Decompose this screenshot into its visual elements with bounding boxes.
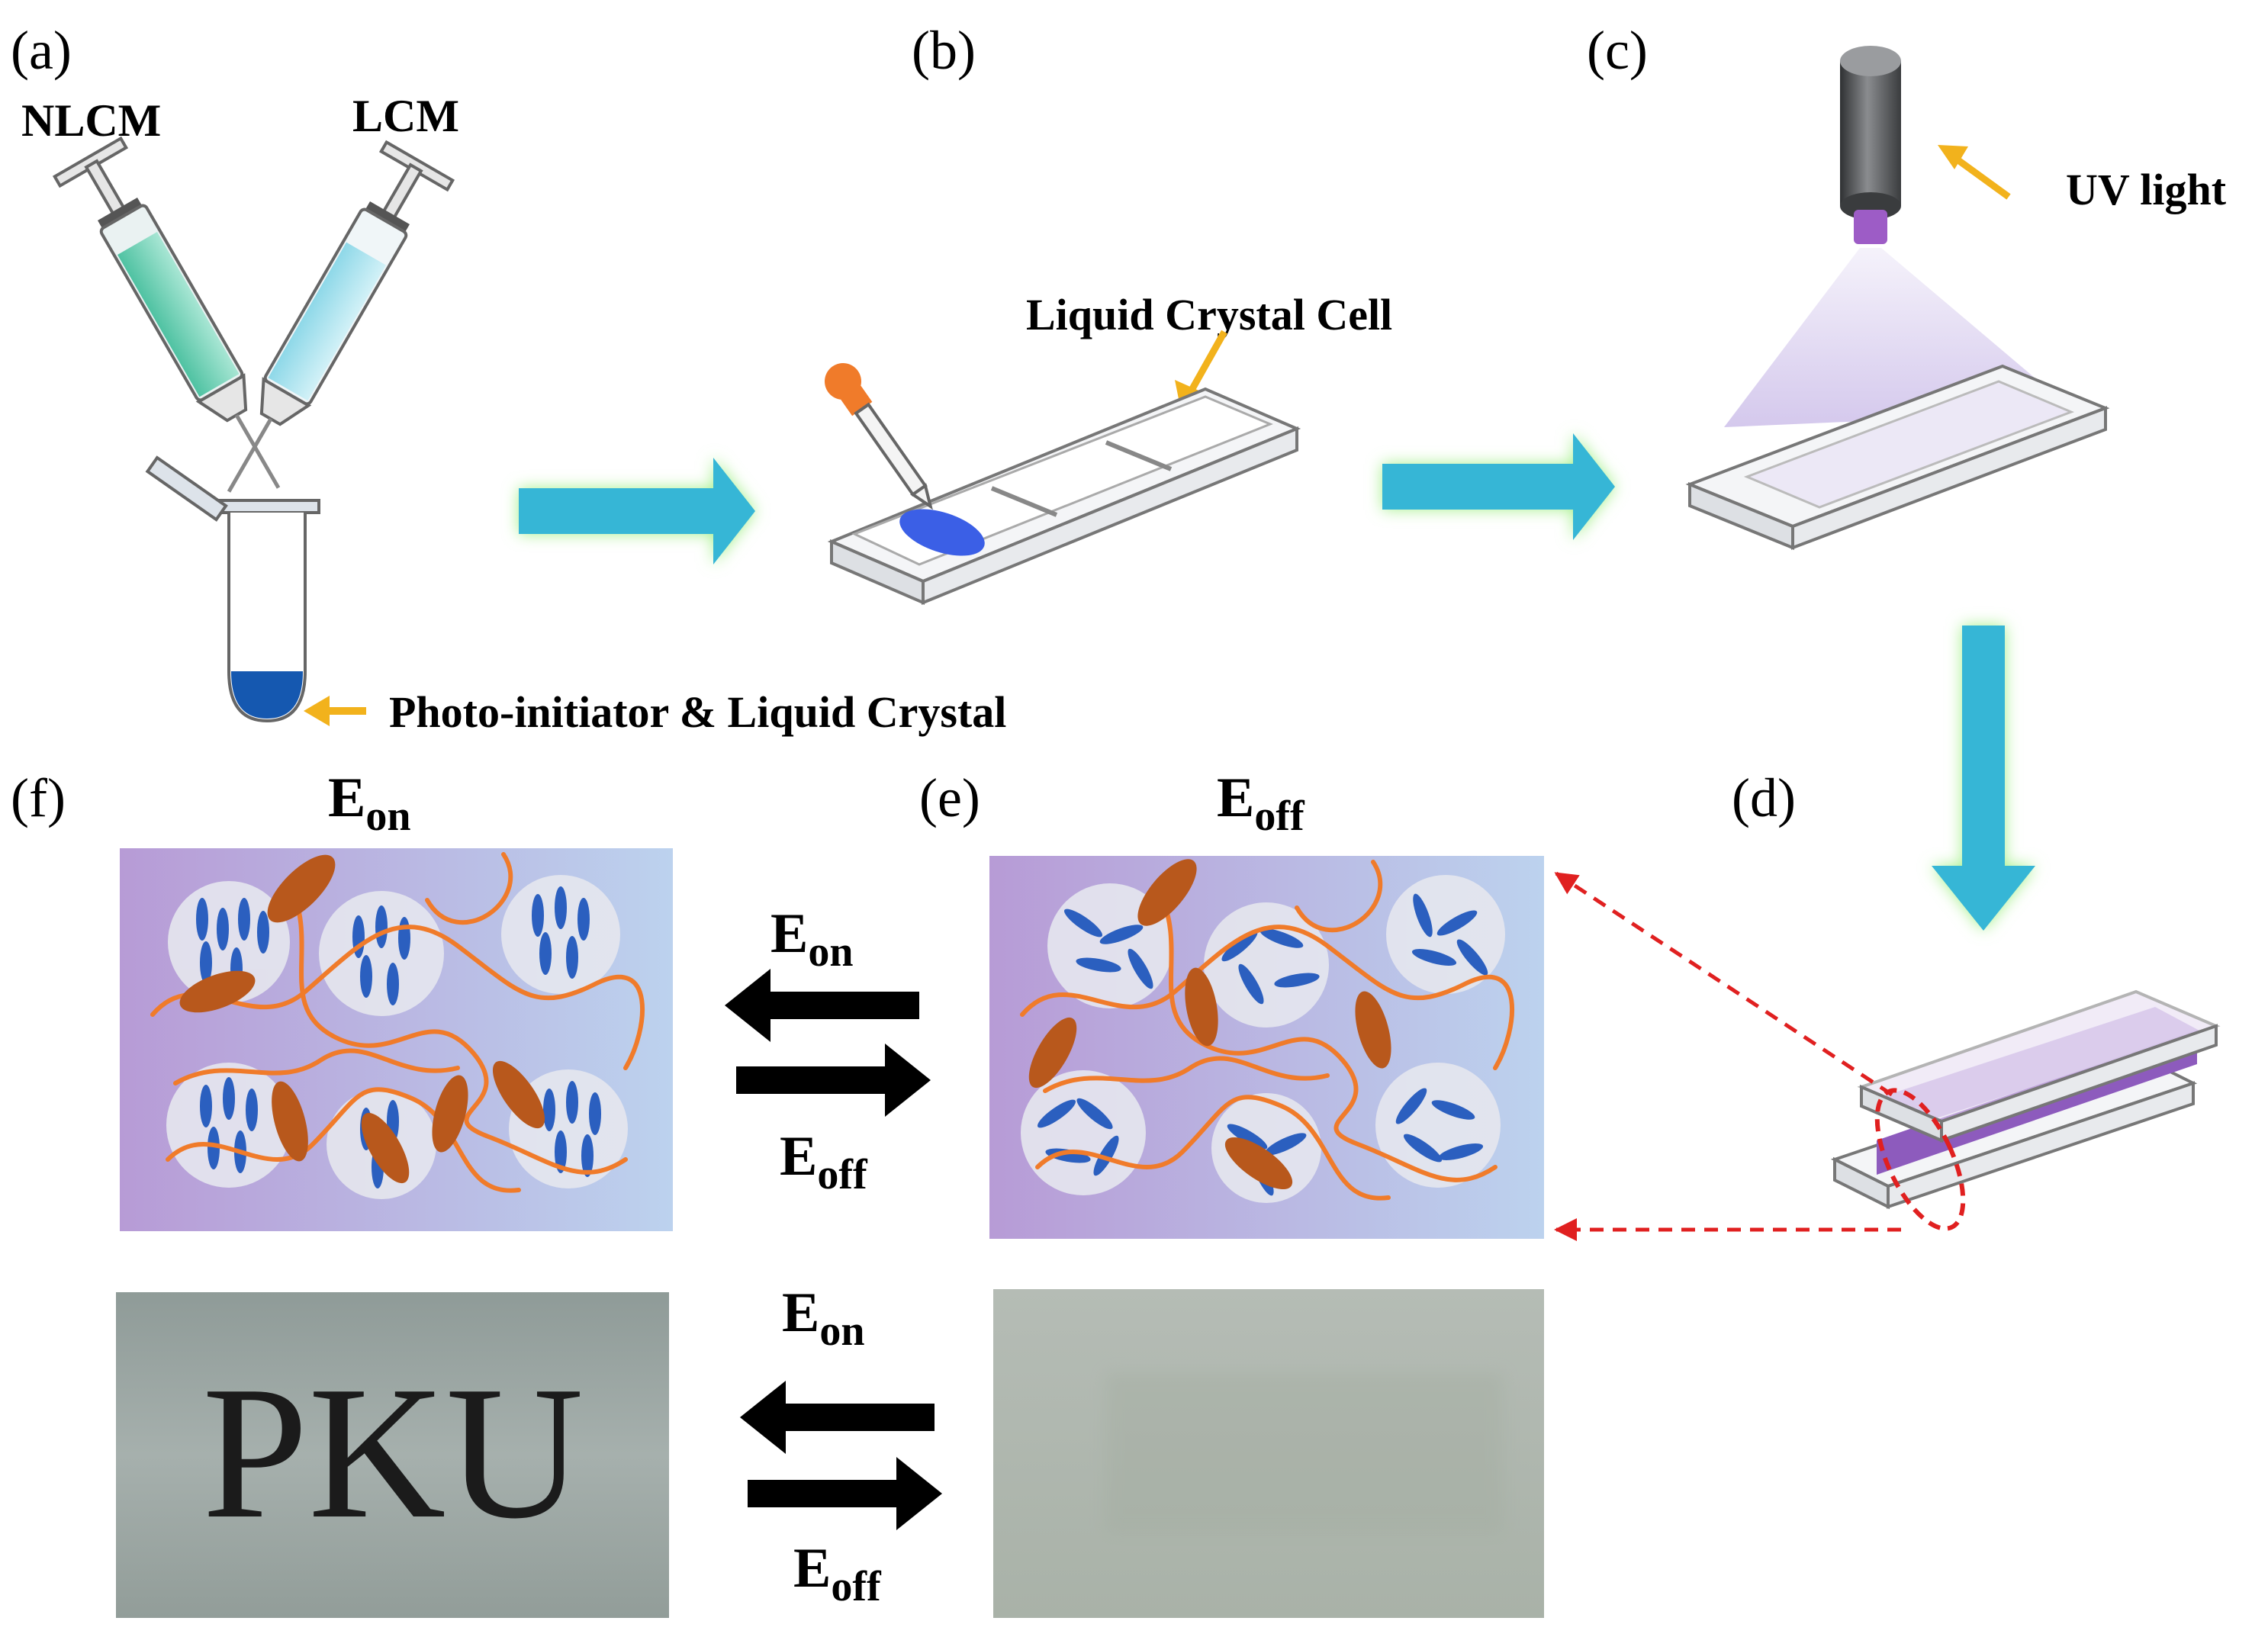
polymer-anchors-eoff xyxy=(1028,859,1391,1190)
uv-label-arrowhead xyxy=(1938,145,1968,169)
panel-label-e: (e) xyxy=(919,767,980,828)
flow-arrow-b-to-c xyxy=(1382,433,1615,540)
flow-arrow-c-to-d xyxy=(1932,626,2035,931)
panel-a-illustration: NLCM LCM P xyxy=(21,91,1006,737)
eppendorf-tube xyxy=(145,455,320,723)
switch-bottom-right-arrow xyxy=(748,1457,942,1530)
polymer-network-eoff xyxy=(1020,860,1515,1201)
polymer-network-eon xyxy=(150,852,645,1193)
switch-top-left-arrow xyxy=(725,969,919,1042)
lc-molecules-eoff xyxy=(1037,893,1488,1196)
nlcm-label: NLCM xyxy=(21,95,161,146)
lc-cell-label: Liquid Crystal Cell xyxy=(1026,290,1392,339)
switch-top-eon-label: Eon xyxy=(770,902,854,976)
f-eon-title: Eon xyxy=(328,767,411,840)
lcm-syringe xyxy=(227,140,455,493)
e-eoff-title: Eoff xyxy=(1217,767,1305,840)
flow-arrow-a-to-b xyxy=(519,458,755,564)
panel-c-illustration: UV light xyxy=(1685,46,2227,550)
panel-label-f: (f) xyxy=(11,767,66,828)
panel-b-illustration: Liquid Crystal Cell xyxy=(825,290,1392,606)
photo-eoff-blank xyxy=(993,1289,1544,1618)
panel-label-c: (c) xyxy=(1587,20,1648,81)
tube-label-arrowhead xyxy=(304,696,330,726)
pku-text: PKU xyxy=(202,1347,584,1558)
switch-bottom-left-arrow xyxy=(740,1381,935,1454)
panel-label-b: (b) xyxy=(912,20,976,81)
switch-arrows-bottom: Eon Eoff xyxy=(740,1282,942,1610)
switch-top-right-arrow xyxy=(736,1044,931,1117)
lc-cell-label-arrow xyxy=(1187,330,1227,395)
lcm-label: LCM xyxy=(352,91,459,141)
switch-bottom-eoff-label: Eoff xyxy=(793,1537,882,1610)
panel-label-a: (a) xyxy=(11,20,72,81)
uv-lamp-icon xyxy=(1840,46,1901,244)
switch-arrows-top: Eon Eoff xyxy=(725,902,931,1198)
switch-top-eoff-label: Eoff xyxy=(780,1125,868,1198)
zoom-line-top xyxy=(1554,871,1893,1097)
photo-initiator-label: Photo-initiator & Liquid Crystal xyxy=(389,687,1006,737)
lc-droplet xyxy=(899,509,985,556)
switch-bottom-eon-label: Eon xyxy=(782,1282,865,1355)
schematic-eon xyxy=(120,848,673,1231)
schematic-eoff xyxy=(989,856,1544,1239)
photo-eon-pku: PKU xyxy=(116,1292,669,1618)
uv-label-arrow xyxy=(1951,153,2011,200)
dropper-icon xyxy=(825,363,933,510)
nlcm-syringe xyxy=(52,136,281,489)
polymer-anchors-eon xyxy=(179,854,545,1184)
panel-d-illustration xyxy=(1554,871,2221,1241)
uv-light-label: UV light xyxy=(2066,165,2227,214)
panel-label-d: (d) xyxy=(1732,767,1796,828)
